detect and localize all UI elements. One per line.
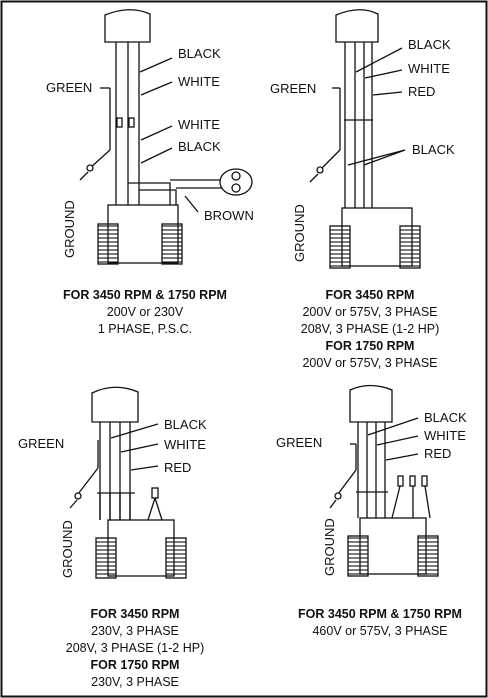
connector xyxy=(128,117,135,128)
caption-heading: FOR 1750 RPM xyxy=(325,339,415,353)
cable-jacket xyxy=(91,386,139,423)
panel-4-caption: FOR 3450 RPM & 1750 RPM 460V or 575V, 3 … xyxy=(280,606,480,640)
panel-3-drawing xyxy=(69,386,187,579)
label-white: WHITE xyxy=(164,437,206,452)
label-ground: GROUND xyxy=(62,200,77,258)
label-ground: GROUND xyxy=(322,518,337,576)
panel-1-caption: FOR 3450 RPM & 1750 RPM 200V or 230V 1 P… xyxy=(40,287,250,338)
label-black: BLACK xyxy=(178,46,221,61)
label-red: RED xyxy=(408,84,436,99)
caption-line: 230V, 3 PHASE xyxy=(91,624,179,638)
label-white: WHITE xyxy=(408,61,450,76)
label-black: BLACK xyxy=(408,37,451,52)
caption-line: 1 PHASE, P.S.C. xyxy=(97,322,193,336)
caption-heading: FOR 3450 RPM & 1750 RPM xyxy=(298,607,462,621)
caption-line: 200V or 575V, 3 PHASE xyxy=(302,305,438,319)
caption-heading: FOR 3450 RPM xyxy=(90,607,180,621)
label-green: GREEN xyxy=(46,80,93,95)
label-white: WHITE xyxy=(178,74,220,89)
label-green: GREEN xyxy=(276,435,323,450)
label-red: RED xyxy=(164,460,192,475)
label-ground: GROUND xyxy=(292,204,307,262)
cable-jacket xyxy=(104,9,151,43)
label-green: GREEN xyxy=(270,81,317,96)
label-white: WHITE xyxy=(178,117,220,132)
caption-heading: FOR 3450 RPM xyxy=(325,288,415,302)
panel-2-caption: FOR 3450 RPM 200V or 575V, 3 PHASE 208V,… xyxy=(270,287,470,372)
caption-line: 200V or 575V, 3 PHASE xyxy=(302,356,438,370)
label-ground: GROUND xyxy=(60,520,75,578)
panel-4-drawing xyxy=(329,384,439,577)
caption-heading: FOR 3450 RPM & 1750 RPM xyxy=(63,288,227,302)
cable-jacket xyxy=(335,9,379,43)
cable-jacket xyxy=(349,384,393,423)
label-black: BLACK xyxy=(178,139,221,154)
caption-line: 460V or 575V, 3 PHASE xyxy=(312,624,448,638)
label-white: WHITE xyxy=(424,428,466,443)
label-black: BLACK xyxy=(412,142,455,157)
label-brown: BROWN xyxy=(204,208,254,223)
label-black: BLACK xyxy=(164,417,207,432)
panel-3-caption: FOR 3450 RPM 230V, 3 PHASE 208V, 3 PHASE… xyxy=(30,606,240,691)
caption-line: 208V, 3 PHASE (1-2 HP) xyxy=(300,322,440,336)
connector xyxy=(116,117,123,128)
caption-line: 230V, 3 PHASE xyxy=(91,675,179,689)
label-black: BLACK xyxy=(424,410,467,425)
caption-line: 208V, 3 PHASE (1-2 HP) xyxy=(65,641,205,655)
caption-line: 200V or 230V xyxy=(106,305,184,319)
panel-2-drawing xyxy=(309,9,421,269)
label-green: GREEN xyxy=(18,436,65,451)
label-red: RED xyxy=(424,446,452,461)
panel-1-drawing xyxy=(79,9,253,265)
caption-heading: FOR 1750 RPM xyxy=(90,658,180,672)
